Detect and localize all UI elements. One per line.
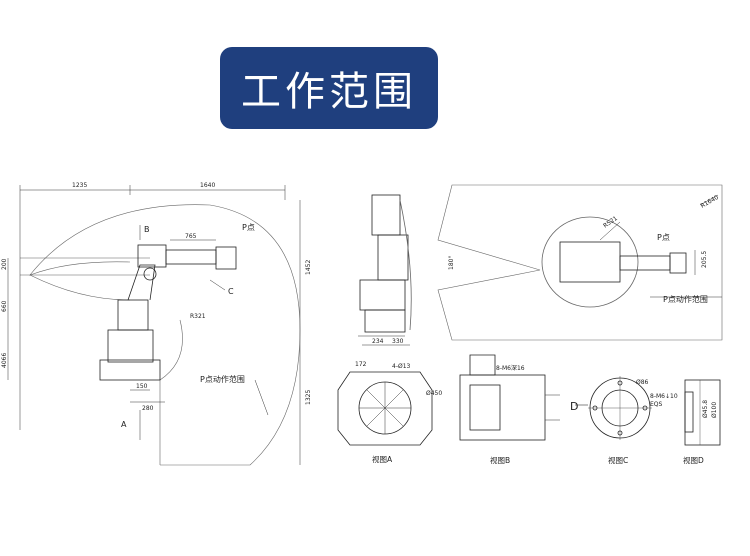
dim-r1640: R1640 [700,194,720,210]
label-a: A [121,420,127,429]
label-c: C [228,287,234,296]
view-b-dim-top: 8-M6深16 [496,364,525,372]
top-view [437,184,723,341]
label-p-range: P点动作范围 [200,374,245,384]
view-a-dim-right: Ø450 [426,390,442,397]
label-b: B [144,225,150,234]
dim-r321: R321 [190,313,206,320]
view-d-dim-1: Ø45.8 [702,400,709,418]
top-label-p-point: P点 [657,233,670,242]
view-d-caption: 视图D [683,455,704,465]
page-title: 工作范围 [241,69,417,115]
dim-4066: 4066 [1,353,8,368]
dim-1452: 1452 [305,260,312,275]
dim-1235: 1235 [72,182,87,189]
dim-330: 330 [392,338,404,345]
front-view [358,194,412,346]
view-a [337,371,433,446]
dim-150: 150 [136,383,148,390]
view-c-dim-eq: EQS [650,401,663,408]
dim-1325: 1325 [305,390,312,405]
view-a-dim-left: 4-Ø13 [392,363,411,370]
dim-205: 205.5 [701,251,708,268]
dim-765: 765 [185,233,197,240]
view-b [459,354,560,441]
dim-280: 280 [142,405,154,412]
view-b-caption: 视图B [490,455,510,465]
view-c-label-d: D [570,400,578,413]
view-c-dim-diam: Ø86 [636,379,649,386]
dim-180: 180° [448,256,455,270]
view-d-dim-2: Ø100 [711,402,718,418]
view-d [684,379,721,446]
label-p-point: P点 [242,223,255,232]
top-label-p-range: P点动作范围 [663,294,708,304]
view-c [575,376,652,440]
title-banner: 工作范围 [220,47,438,129]
view-c-caption: 视图C [608,455,628,465]
view-a-caption: 视图A [372,454,393,464]
dim-r521: R521 [602,215,619,230]
dim-234: 234 [372,338,384,345]
dim-1640: 1640 [200,182,215,189]
side-view [7,185,301,466]
view-c-dim-holes: 8-M6↓10 [650,393,678,400]
dim-200: 200 [1,258,8,270]
dim-660: 660 [1,300,8,312]
view-a-dim-diag: 172 [355,361,367,368]
